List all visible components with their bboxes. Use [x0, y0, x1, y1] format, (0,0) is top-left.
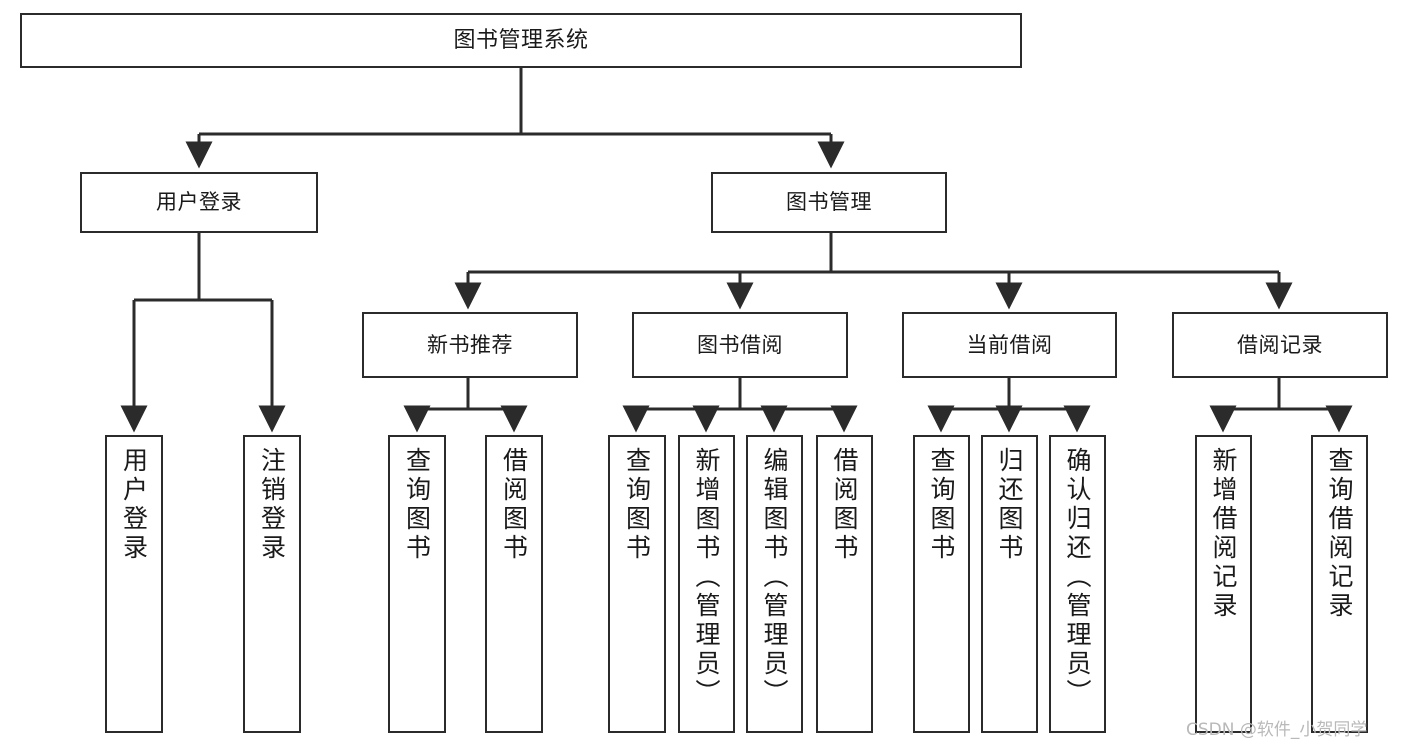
- leaf-borrow-record-query[interactable]: 查询借阅记录: [1311, 435, 1368, 733]
- leaf-user-login-logout[interactable]: 注销登录: [243, 435, 301, 733]
- node-label: 新增借阅记录: [1209, 447, 1238, 621]
- node-label: 用户登录: [119, 447, 149, 563]
- leaf-current-borrow-query[interactable]: 查询图书: [913, 435, 970, 733]
- leaf-book-borrow-borrow[interactable]: 借阅图书: [816, 435, 873, 733]
- node-label: 注销登录: [257, 447, 287, 563]
- node-current-borrow[interactable]: 当前借阅: [902, 312, 1117, 378]
- node-label: 查询借阅记录: [1325, 447, 1354, 621]
- leaf-new-book-borrow[interactable]: 借阅图书: [485, 435, 543, 733]
- node-label: 借阅记录: [1237, 332, 1323, 357]
- leaf-book-borrow-edit-admin[interactable]: 编辑图书（管理员）: [746, 435, 803, 733]
- node-borrow-record[interactable]: 借阅记录: [1172, 312, 1388, 378]
- node-label: 新增图书（管理员）: [692, 447, 721, 708]
- leaf-book-borrow-add-admin[interactable]: 新增图书（管理员）: [678, 435, 735, 733]
- leaf-current-borrow-return[interactable]: 归还图书: [981, 435, 1038, 733]
- node-label: 当前借阅: [966, 332, 1053, 357]
- node-label: 归还图书: [995, 447, 1024, 563]
- node-new-book-recommend[interactable]: 新书推荐: [362, 312, 578, 378]
- leaf-current-borrow-confirm-return-admin[interactable]: 确认归还（管理员）: [1049, 435, 1106, 733]
- node-label: 图书管理: [786, 190, 872, 215]
- leaf-user-login-login[interactable]: 用户登录: [105, 435, 163, 733]
- node-label: 新书推荐: [427, 332, 513, 357]
- node-book-borrow[interactable]: 图书借阅: [632, 312, 848, 378]
- node-user-login[interactable]: 用户登录: [80, 172, 318, 233]
- leaf-book-borrow-query[interactable]: 查询图书: [608, 435, 666, 733]
- node-label: 用户登录: [156, 190, 242, 215]
- node-label: 图书借阅: [697, 332, 783, 357]
- leaf-new-book-query[interactable]: 查询图书: [388, 435, 446, 733]
- node-label: 查询图书: [402, 447, 432, 563]
- node-label: 图书管理系统: [453, 27, 589, 53]
- node-label: 借阅图书: [499, 447, 529, 563]
- node-root-book-management-system[interactable]: 图书管理系统: [20, 13, 1022, 68]
- node-label: 借阅图书: [830, 447, 859, 563]
- node-label: 编辑图书（管理员）: [760, 447, 789, 708]
- node-book-management[interactable]: 图书管理: [711, 172, 947, 233]
- node-label: 查询图书: [622, 447, 652, 563]
- node-label: 查询图书: [927, 447, 956, 563]
- node-label: 确认归还（管理员）: [1063, 447, 1092, 708]
- leaf-borrow-record-add[interactable]: 新增借阅记录: [1195, 435, 1252, 733]
